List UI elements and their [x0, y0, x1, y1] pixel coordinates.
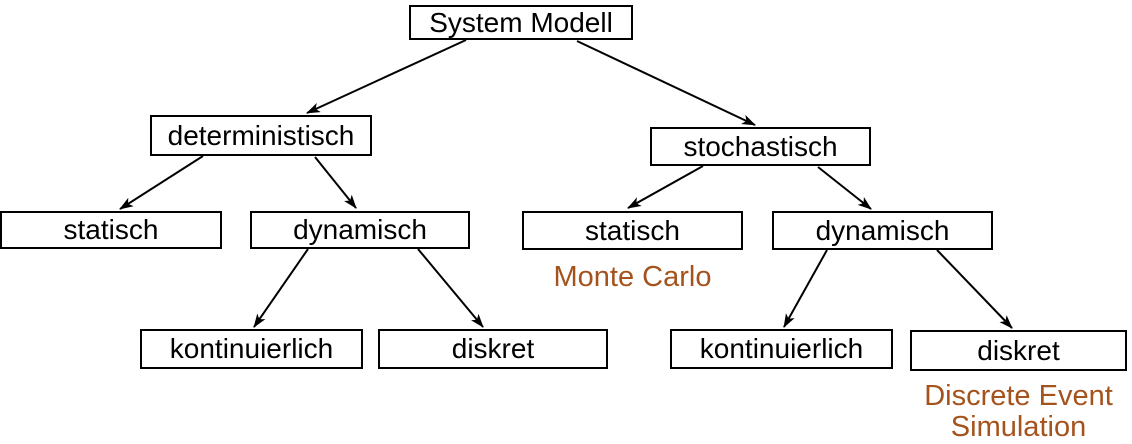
- edge-stoch-statisch: [627, 165, 704, 209]
- edge-det-dynamisch: [314, 156, 357, 209]
- edge-det-statisch: [119, 155, 204, 210]
- node-kontinuierlich-det: kontinuierlich: [140, 329, 363, 369]
- edge-stoch-dynamisch: [817, 166, 872, 210]
- annotation-monte-carlo: Monte Carlo: [553, 261, 712, 293]
- edge-stochdyn-kontinuierlich: [783, 249, 828, 328]
- annotation-discrete-event-simulation: Discrete Event Simulation: [924, 380, 1113, 443]
- node-statisch-det: statisch: [0, 211, 222, 249]
- node-diskret-det: diskret: [378, 329, 608, 369]
- edge-detdyn-diskret: [417, 248, 484, 328]
- node-deterministisch: deterministisch: [150, 115, 372, 156]
- node-dynamisch-det: dynamisch: [250, 211, 470, 249]
- node-dynamisch-stoch: dynamisch: [772, 211, 993, 250]
- edge-stochdyn-diskret: [936, 249, 1013, 329]
- edge-root-stochastisch: [576, 40, 756, 126]
- node-statisch-stoch: statisch: [522, 211, 743, 250]
- node-system-modell: System Modell: [409, 5, 633, 40]
- node-kontinuierlich-stoch: kontinuierlich: [670, 329, 893, 369]
- edge-root-deterministisch: [306, 39, 467, 114]
- node-diskret-stoch: diskret: [910, 330, 1127, 371]
- edge-detdyn-kontinuierlich: [253, 248, 309, 328]
- node-stochastisch: stochastisch: [650, 127, 871, 166]
